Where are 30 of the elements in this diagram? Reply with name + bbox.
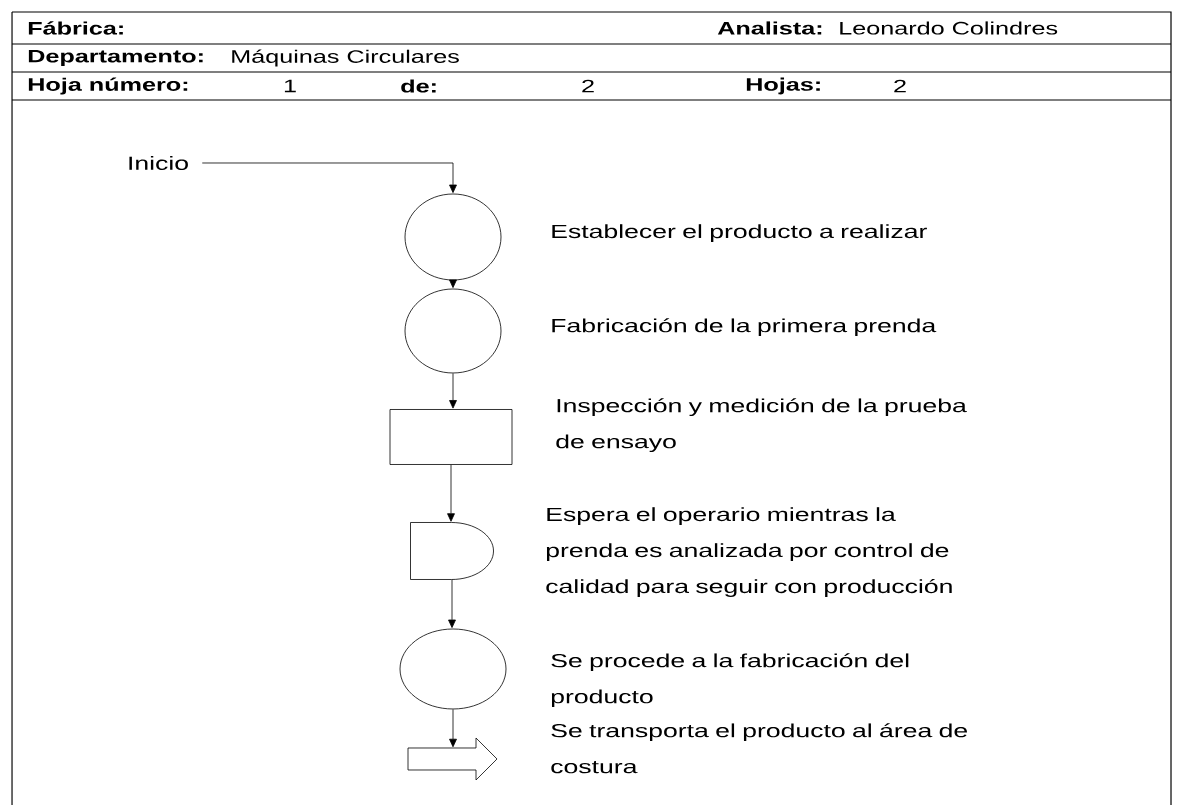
field-value: 2 bbox=[582, 79, 594, 93]
field-label: de: bbox=[401, 79, 436, 93]
arrow bbox=[448, 579, 456, 628]
field-label: Hoja número: bbox=[28, 77, 188, 95]
arrow bbox=[201, 162, 457, 193]
arrow bbox=[449, 709, 457, 748]
field-label: Hojas: bbox=[746, 77, 820, 95]
arrow bbox=[449, 279, 457, 288]
field-label: Analista: bbox=[717, 21, 822, 35]
operation-circle bbox=[399, 628, 507, 710]
delay-symbol bbox=[410, 522, 494, 580]
field-label: Fábrica: bbox=[28, 21, 123, 35]
field-value: Máquinas Circulares bbox=[232, 49, 459, 67]
arrow bbox=[447, 464, 455, 522]
field-value: Leonardo Colindres bbox=[840, 21, 1058, 35]
inspection-box bbox=[389, 409, 513, 465]
operation-circle bbox=[404, 193, 502, 281]
step-description: Fabricación de la primera prenda bbox=[552, 318, 937, 337]
field-value: 1 bbox=[284, 79, 296, 93]
step-description: Se procede a la fabricación del producto bbox=[551, 653, 909, 708]
transport-arrow bbox=[407, 737, 498, 781]
step-description: Inspección y medición de la prueba de ensayo bbox=[556, 398, 967, 453]
field-label: Departamento: bbox=[28, 49, 203, 67]
field-value: 2 bbox=[894, 79, 906, 93]
arrow bbox=[449, 373, 457, 409]
operation-circle bbox=[404, 288, 502, 374]
start-label: Inicio bbox=[129, 156, 188, 170]
step-description: Establecer el producto a realizar bbox=[552, 224, 927, 242]
step-description: Espera el operario mientras la prenda es analizada por control de calidad para seguir con producción bbox=[546, 507, 952, 597]
step-description: Se transporta el producto al área de costura bbox=[551, 723, 967, 774]
